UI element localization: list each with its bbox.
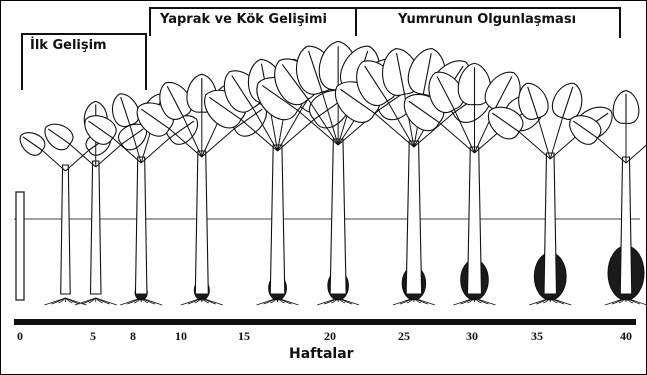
pseudostem [91, 161, 102, 294]
pseudostem [330, 139, 346, 294]
pseudostem [620, 157, 632, 294]
tick-label-10: 10 [175, 329, 187, 344]
root [529, 298, 550, 305]
root [393, 298, 414, 305]
petiole [65, 150, 88, 171]
root [612, 298, 626, 304]
petiole [597, 138, 626, 163]
petiole [519, 132, 550, 159]
root [400, 298, 414, 304]
petiole [42, 150, 65, 171]
root [626, 298, 647, 305]
petiole [278, 119, 315, 151]
root [550, 298, 571, 305]
pseudostem [406, 141, 422, 294]
plant-week-0 [16, 192, 24, 300]
root [75, 298, 96, 305]
root [120, 298, 141, 305]
root [536, 298, 550, 304]
tick-label-8: 8 [130, 329, 136, 344]
time-axis-bar [14, 319, 636, 325]
petiole [141, 138, 170, 163]
leaf-blade [613, 91, 639, 124]
pseudostem [135, 157, 147, 294]
root [188, 298, 202, 304]
petiole [439, 123, 474, 153]
tick-label-5: 5 [90, 329, 96, 344]
petiole [202, 129, 235, 157]
root [51, 298, 65, 304]
root [605, 298, 626, 305]
root [338, 298, 359, 305]
root [181, 298, 202, 305]
tick-label-25: 25 [398, 329, 410, 344]
plant-week-35 [481, 79, 619, 305]
leaf-blade [39, 118, 76, 154]
root [475, 298, 496, 305]
root [141, 298, 162, 305]
root [257, 298, 278, 305]
tick-label-30: 30 [466, 329, 478, 344]
axis-title: Haftalar [289, 346, 354, 362]
root [324, 298, 338, 304]
root [317, 298, 338, 305]
root [278, 298, 299, 305]
root [127, 298, 141, 304]
root [65, 298, 86, 305]
stage-label-leaf-root: Yaprak ve Kök Gelişimi [160, 12, 327, 27]
plants-layer [15, 40, 647, 305]
tick-label-15: 15 [238, 329, 250, 344]
tick-label-40: 40 [620, 329, 632, 344]
pseudostem [61, 165, 70, 294]
stage-label-corm: Yumrunun Olgunlaşması [398, 12, 576, 27]
pseudostem [468, 147, 482, 294]
root [96, 298, 117, 305]
pseudostem [270, 145, 285, 294]
root [264, 298, 278, 304]
pseudostem [544, 153, 557, 294]
root [44, 298, 65, 305]
tick-label-0: 0 [17, 329, 23, 344]
root [461, 298, 475, 304]
sett [16, 192, 24, 300]
root [454, 298, 475, 305]
root [414, 298, 435, 305]
tick-label-20: 20 [324, 329, 336, 344]
petiole [550, 118, 562, 159]
leaf-blade [15, 127, 48, 159]
root [82, 298, 96, 304]
tick-label-35: 35 [531, 329, 543, 344]
root [202, 298, 223, 305]
stage-label-initial: İlk Gelişim [30, 38, 107, 53]
petiole [538, 118, 550, 159]
pseudostem [195, 151, 208, 294]
